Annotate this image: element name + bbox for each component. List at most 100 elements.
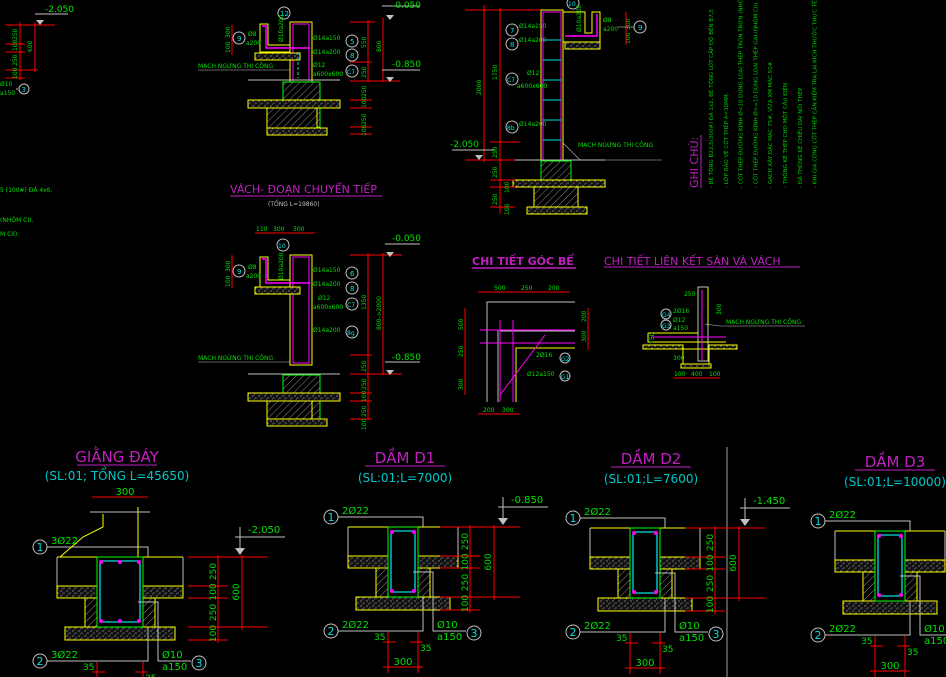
rebar-label: Ø14a150 bbox=[313, 35, 341, 42]
level-marker-icon bbox=[498, 518, 508, 525]
dim-label: 100 bbox=[706, 596, 716, 613]
section-title: VÁCH- ĐOẠN CHUYỂN TIẾP bbox=[230, 182, 377, 196]
left-fragment-section: -2.050 250 100 250 100 600 Ø10 a150 3 5 … bbox=[0, 5, 74, 238]
leader-line bbox=[825, 601, 911, 636]
top-rebar bbox=[632, 531, 636, 535]
dim-label: 250 bbox=[458, 345, 465, 357]
cover-dim: 35 bbox=[420, 644, 431, 654]
width-dim: 300 bbox=[115, 487, 134, 498]
mark-label: 8g bbox=[347, 330, 355, 337]
callout-mark: 3 bbox=[196, 657, 203, 670]
bottom-bar-label: 2Ø22 bbox=[829, 623, 856, 635]
rebar-label: a150 bbox=[673, 325, 688, 332]
rebar-label: Ø12 bbox=[673, 317, 686, 324]
general-notes: GHI CHÚ: - BÊ TÔNG B22,5(300#) ĐÁ 1x2, B… bbox=[688, 0, 819, 188]
level-label: -0.050 bbox=[392, 234, 421, 244]
dim-label: 200 bbox=[548, 285, 560, 292]
note-item: - ĐÃ THỐNG KÊ CHIỀU DÀI NỐI THÉP bbox=[796, 87, 804, 188]
level-label: -0.050 bbox=[392, 1, 421, 11]
rebar-label: Ø14a200 bbox=[313, 49, 341, 56]
leader-line bbox=[338, 516, 424, 527]
level-label: -0.850 bbox=[392, 353, 421, 363]
top-rebar bbox=[654, 531, 658, 535]
callout-circle bbox=[565, 624, 581, 640]
note-item: - LỚP BẢO VỆ CỐT THÉP A=30MM. bbox=[722, 92, 730, 188]
rebar-label: Ø12 bbox=[318, 295, 331, 302]
dim-label: 300 bbox=[716, 303, 723, 315]
rebar-label: Ø8 bbox=[248, 264, 257, 271]
dim-label: 250 bbox=[706, 534, 716, 551]
note-item: - BÊ TÔNG B22,5(300#) ĐÁ 1x2, BÊ TÔNG LÓ… bbox=[707, 9, 715, 188]
spacing-label: a150 bbox=[162, 662, 187, 673]
callout-circle bbox=[708, 626, 724, 642]
cover-dim: 35 bbox=[907, 648, 918, 658]
callout-circle bbox=[191, 655, 207, 671]
dim-label: 250 bbox=[361, 66, 368, 78]
leader-line bbox=[59, 514, 104, 558]
rebar-label: Ø12 bbox=[313, 62, 326, 69]
leader-line bbox=[47, 546, 149, 557]
rebar-label: Ø12a150 bbox=[527, 371, 555, 378]
mark-label: G2 bbox=[561, 356, 570, 363]
width-dim: 300 bbox=[880, 661, 899, 672]
level-label: -2.050 bbox=[450, 140, 479, 150]
spacing-label: a150 bbox=[679, 633, 704, 644]
level-label: -1.450 bbox=[753, 496, 785, 507]
dim-label: 300 bbox=[293, 226, 305, 233]
leader-line bbox=[825, 520, 911, 531]
rebar-label: 2Ø16 bbox=[536, 352, 552, 359]
leader-line bbox=[900, 575, 946, 636]
top-bar-label: 2Ø22 bbox=[829, 509, 856, 521]
note-item: - GẠCH XÂY ĐẶC MÁC 75#, VỮA XM MÁC 50#. bbox=[767, 60, 774, 188]
rebar-label: Ø10a200 bbox=[278, 252, 285, 280]
dim-label: 1750 bbox=[492, 65, 499, 80]
brick-wall bbox=[617, 568, 631, 599]
callout-circle bbox=[466, 625, 482, 641]
section-subtitle: (TỔNG L=19860) bbox=[268, 200, 320, 208]
bottom-rebar bbox=[118, 619, 122, 623]
bottom-rebar bbox=[412, 589, 416, 593]
dim-label: 100 bbox=[361, 390, 368, 402]
top-rebar bbox=[390, 530, 394, 534]
mark-label: 10 bbox=[568, 1, 576, 8]
mark-label: 9 bbox=[638, 24, 642, 32]
level-label: -2.050 bbox=[248, 525, 280, 536]
dim-label: 100 bbox=[361, 418, 368, 430]
bottom-bar-label: 3Ø22 bbox=[51, 649, 78, 661]
bottom-rebar bbox=[99, 619, 103, 623]
beam-title: DẦM D3 bbox=[865, 450, 926, 471]
leader-line bbox=[47, 627, 149, 662]
dim-total: 800 bbox=[376, 40, 383, 52]
dim-label: 250 bbox=[361, 113, 368, 125]
rebar-label: a600x600 bbox=[313, 71, 343, 78]
gravel-layer bbox=[56, 585, 98, 599]
dim-label: 250 bbox=[492, 146, 499, 158]
callout-mark: 2 bbox=[328, 625, 335, 638]
leader-line bbox=[138, 601, 191, 662]
rebar-label: a600x600 bbox=[313, 304, 343, 311]
stirrup bbox=[632, 531, 658, 594]
dim-label: 250 bbox=[209, 563, 219, 580]
dim-total: 600 bbox=[232, 583, 242, 600]
dim-label: 550 bbox=[361, 36, 368, 48]
top-bar-label: 2Ø22 bbox=[342, 505, 369, 517]
callout-circle bbox=[810, 627, 826, 643]
bottom-bar-label: 2Ø22 bbox=[342, 619, 369, 631]
callout-mark: 3 bbox=[713, 628, 720, 641]
dim-label: 100 bbox=[461, 553, 471, 570]
section-title: CHI TIẾT LIÊN KẾT SÀN VÀ VÁCH bbox=[604, 254, 781, 268]
wall-section-top: -0.050 -0.850 550 250 800 250 100 250 10… bbox=[198, 1, 421, 136]
callout-mark: 1 bbox=[570, 512, 577, 525]
callout-mark: 2 bbox=[815, 629, 822, 642]
callout-circle bbox=[323, 509, 339, 525]
dim-label: 100 bbox=[709, 371, 721, 378]
callout-circle bbox=[32, 539, 48, 555]
dim-label: 250 bbox=[361, 378, 368, 390]
beam-outline bbox=[874, 530, 906, 602]
dim-total: 2000 bbox=[476, 80, 483, 95]
dim-label: 100 bbox=[461, 595, 471, 612]
